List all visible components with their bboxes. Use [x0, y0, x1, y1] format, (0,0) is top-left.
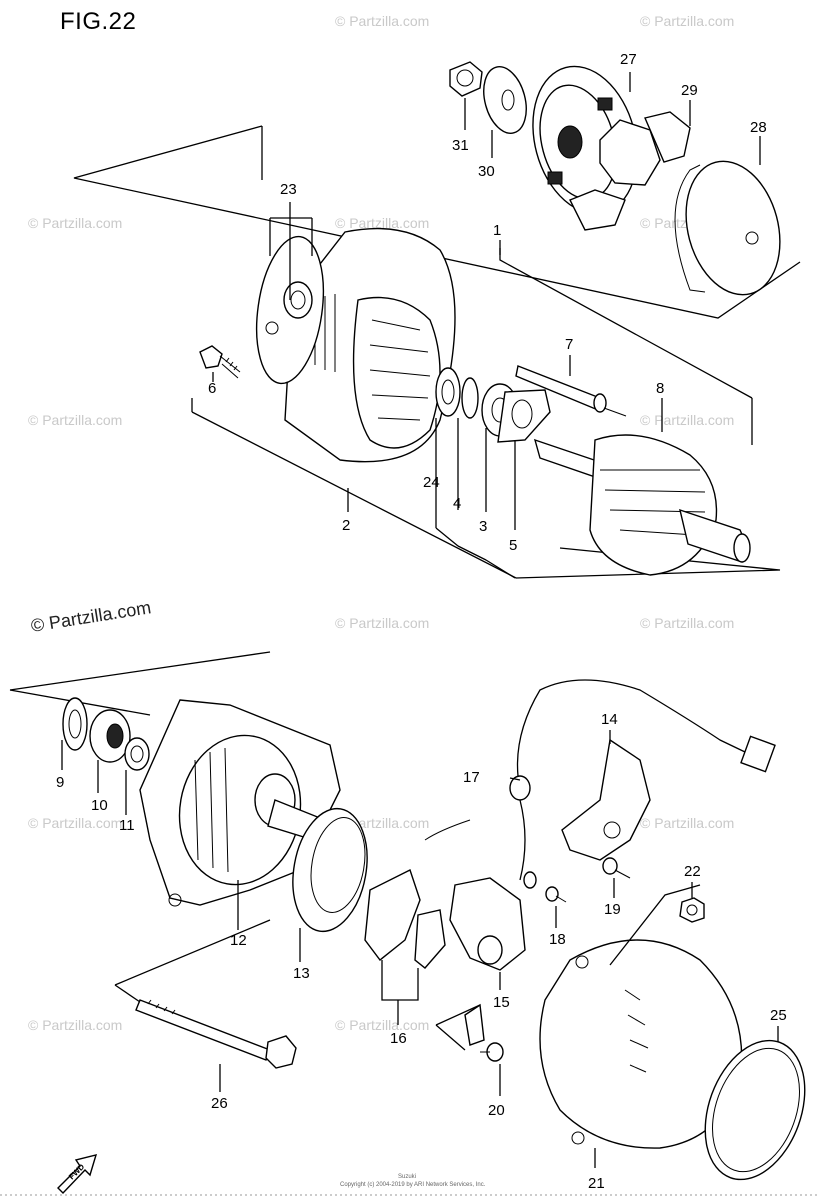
- watermark-text: © Partzilla.com: [335, 13, 429, 29]
- callout-labels: 1 2 3 4 5 6 7 8 9 10 11 12 13 14 15 16 1…: [56, 51, 787, 1192]
- callout-26: 26: [211, 1095, 228, 1112]
- callout-2: 2: [342, 517, 350, 534]
- watermark-featured: © Partzilla.com: [29, 597, 152, 636]
- stud-7: [515, 365, 627, 417]
- callout-10: 10: [91, 797, 108, 814]
- nut-22: [679, 897, 705, 923]
- bearing-10: [89, 709, 131, 763]
- watermark-text: © Partzilla.com: [335, 1017, 429, 1033]
- pulley-cover: [674, 160, 781, 296]
- rotor-8: [533, 434, 751, 576]
- callout-16: 16: [390, 1030, 407, 1047]
- screw-20: [464, 1003, 504, 1062]
- callout-13: 13: [293, 965, 310, 982]
- figure-title: FIG.22: [60, 8, 137, 35]
- rear-cover-ring: [255, 235, 325, 385]
- regulator-15: [449, 877, 526, 971]
- watermark-text: © Partzilla.com: [28, 215, 122, 231]
- callout-5: 5: [509, 537, 517, 554]
- watermark-text: © Partzilla.com: [640, 412, 734, 428]
- watermark-text: © Partzilla.com: [640, 13, 734, 29]
- callout-19: 19: [604, 901, 621, 918]
- bearing-24: [435, 367, 461, 417]
- callout-25: 25: [770, 1007, 787, 1024]
- brush-holder-16: [364, 869, 446, 969]
- callout-30: 30: [478, 163, 495, 180]
- callout-7: 7: [565, 336, 573, 353]
- bolt-26: [135, 999, 297, 1069]
- washer-9: [62, 697, 88, 751]
- callout-28: 28: [750, 119, 767, 136]
- footer: Suzuki Copyright (c) 2004-2019 by ARI Ne…: [0, 1174, 820, 1196]
- callout-9: 9: [56, 774, 64, 791]
- screw-19: [602, 857, 631, 879]
- collar-11: [124, 737, 150, 771]
- end-cap-25: [704, 1039, 806, 1181]
- callout-14: 14: [601, 711, 618, 728]
- callout-18: 18: [549, 931, 566, 948]
- callout-17: 17: [463, 769, 480, 786]
- callout-21: 21: [588, 1175, 605, 1192]
- pulley-washer: [483, 66, 527, 134]
- callout-20: 20: [488, 1102, 505, 1119]
- plate-5: [497, 389, 551, 443]
- pulley-damper: [569, 111, 691, 231]
- callout-24: 24: [423, 474, 440, 491]
- callout-27: 27: [620, 51, 637, 68]
- callout-15: 15: [493, 994, 510, 1011]
- footer-copyright: Copyright (c) 2004-2019 by ARI Network S…: [340, 1182, 486, 1188]
- watermark-text: © Partzilla.com: [28, 1017, 122, 1033]
- wire-harness-17: [424, 679, 776, 889]
- watermark-text: © Partzilla.com: [640, 615, 734, 631]
- front-housing-12: [139, 699, 341, 907]
- brush-cover-14: [561, 738, 651, 861]
- callout-22: 22: [684, 863, 701, 880]
- watermark-text: © Partzilla.com: [640, 815, 734, 831]
- pulley-nut: [449, 61, 483, 97]
- watermark-text: © Partzilla.com: [335, 615, 429, 631]
- watermark-text: © Partzilla.com: [335, 215, 429, 231]
- callout-11: 11: [119, 817, 135, 834]
- bolt-6: [199, 345, 241, 379]
- watermark-text: © Partzilla.com: [28, 815, 122, 831]
- callout-29: 29: [681, 82, 698, 99]
- watermark-text: © Partzilla.com: [28, 412, 122, 428]
- screw-18: [545, 886, 567, 903]
- leader-lines: [61, 72, 779, 1168]
- callout-31: 31: [452, 137, 469, 154]
- footer-brand: Suzuki: [398, 1174, 416, 1180]
- callout-4: 4: [453, 495, 461, 512]
- alternator-housing: [284, 227, 456, 463]
- callout-12: 12: [230, 932, 247, 949]
- callout-3: 3: [479, 518, 487, 535]
- callout-1: 1: [493, 222, 501, 239]
- callout-6: 6: [208, 380, 216, 397]
- callout-23: 23: [280, 181, 297, 198]
- washer-4: [461, 377, 479, 419]
- fwd-arrow-icon: FWD: [57, 1154, 98, 1195]
- callout-8: 8: [656, 380, 664, 397]
- insulator-13: [292, 807, 368, 933]
